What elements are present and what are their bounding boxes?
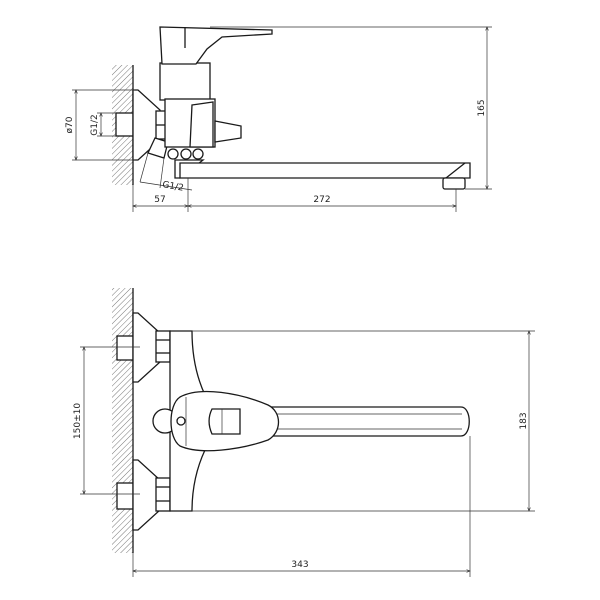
spout [179,162,471,179]
dim-center-distance: 150±10 [73,403,83,439]
nut-upper [155,330,171,363]
body-column [159,62,211,101]
inlet-pipe-upper [116,335,134,361]
dim-thread-inlet: G1/2 [90,114,100,135]
lever-handle [159,26,273,65]
wall-hatch [112,288,133,553]
dim-thread-outlet: G1/2 [161,180,184,194]
lever-grip [208,408,241,435]
diverter-knob [214,120,242,143]
dim-flange-diameter: ø70 [65,116,75,133]
nut-lower [155,477,171,512]
aerator [442,177,466,190]
dim-spout-reach: 272 [313,195,330,205]
dim-height: 165 [477,99,487,116]
side-view: 165 57 272 ø70 G1/2 G1/2 [65,27,492,212]
dim-total-reach: 343 [291,560,308,570]
inlet-pipe [115,112,134,137]
dim-wall-offset: 57 [154,195,165,205]
dim-body-width: 183 [519,412,529,429]
spout [259,406,470,437]
inlet-pipe-lower [116,482,134,510]
top-view: 183 150±10 343 [73,288,535,577]
